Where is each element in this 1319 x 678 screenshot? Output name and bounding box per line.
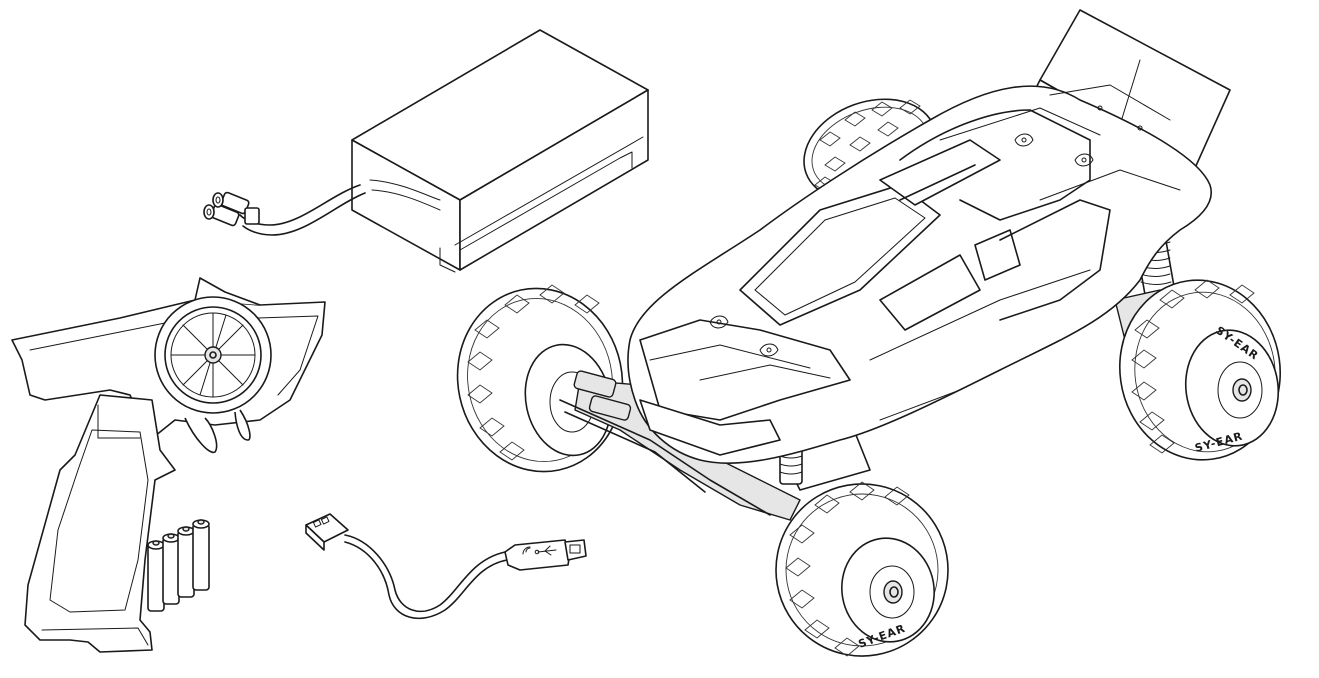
signal-icon [522, 546, 531, 555]
body-clip [1014, 133, 1034, 147]
body-shell [627, 84, 1212, 465]
body-clip [1074, 153, 1094, 167]
aa-batteries [147, 519, 210, 612]
steering-wheel [154, 296, 272, 414]
body-clip [759, 343, 779, 357]
usb-plug [504, 539, 587, 571]
balance-plug [305, 513, 349, 551]
usb-icon [534, 545, 557, 556]
battery-pack [203, 29, 649, 273]
battery-connector [203, 191, 260, 227]
body-clip [709, 315, 729, 329]
rear-right-tire: SY-EAR SY-EAR [1118, 279, 1282, 461]
usb-charging-cable [305, 513, 587, 620]
front-left-tire [456, 284, 624, 473]
radio-transmitter [11, 277, 326, 653]
front-right-tire: SY-EAR [775, 481, 949, 657]
rc-truggy: SY-EAR SY-EAR [456, 9, 1282, 657]
